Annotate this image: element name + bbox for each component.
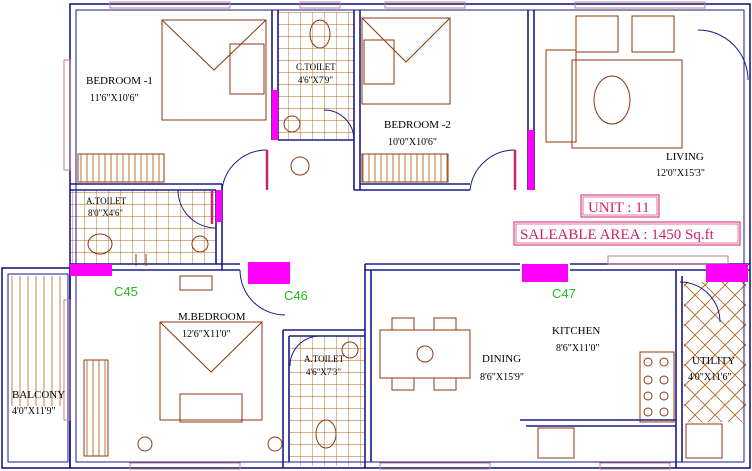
doors: [177, 29, 749, 367]
ctoilet-dim: 4'6"X7'9": [298, 75, 333, 85]
bedroom2-name: BEDROOM -2: [384, 119, 451, 131]
walls: [1, 3, 751, 469]
living-dim: 12'0"X15'3": [656, 168, 705, 179]
unit-label-box-inner: [582, 196, 658, 216]
living-name: LIVING: [666, 151, 704, 163]
bedroom1-name: BEDROOM -1: [86, 75, 153, 87]
kitchen-name: KITCHEN: [552, 325, 600, 337]
column-tag-c46: C46: [284, 288, 308, 303]
furniture: [77, 15, 723, 459]
unit-label: UNIT : 11: [588, 200, 650, 216]
balcony-name: BALCONY: [12, 389, 65, 401]
ctoilet-floor-tiles: [278, 12, 354, 140]
utility-dim: 4'0"X11'6": [688, 372, 732, 383]
dining-dim: 8'6"X15'9": [480, 372, 524, 383]
atoilet2-name: A.TOILET: [304, 354, 345, 364]
mbedroom-dim: 12'6"X11'0": [182, 329, 231, 340]
mbedroom-name: M.BEDROOM: [178, 311, 246, 323]
bedroom2-dim: 10'0"X10'6": [388, 137, 437, 148]
balcony-floor-slats: [8, 276, 68, 406]
unit-label-box: [580, 194, 660, 218]
windows: [63, 1, 729, 470]
dining-name: DINING: [482, 353, 521, 365]
column-tag-c47: C47: [552, 286, 576, 301]
atoilet1-dim: 8'0"X4'6": [88, 208, 123, 218]
column-tag-c45: C45: [114, 284, 138, 299]
area-label-box: [513, 221, 741, 246]
atoilet2-dim: 4'6"X7'3": [306, 367, 341, 377]
utility-floor-pattern: [684, 282, 746, 422]
area-label: SALEABLE AREA : 1450 Sq.ft: [520, 227, 715, 243]
columns: [70, 90, 748, 284]
atoilet1-name: A.TOILET: [86, 196, 127, 206]
ctoilet-name: C.TOILET: [296, 62, 336, 72]
bedroom1-dim: 11'6"X10'6": [90, 93, 139, 104]
kitchen-dim: 8'6"X11'0": [556, 343, 600, 354]
area-label-box-inner: [515, 223, 739, 244]
utility-name: UTILITY: [692, 355, 735, 367]
atoilet1-floor-tiles: [70, 190, 216, 264]
balcony-dim: 4'0"X11'9": [12, 406, 56, 417]
door-leaves: [210, 150, 517, 224]
